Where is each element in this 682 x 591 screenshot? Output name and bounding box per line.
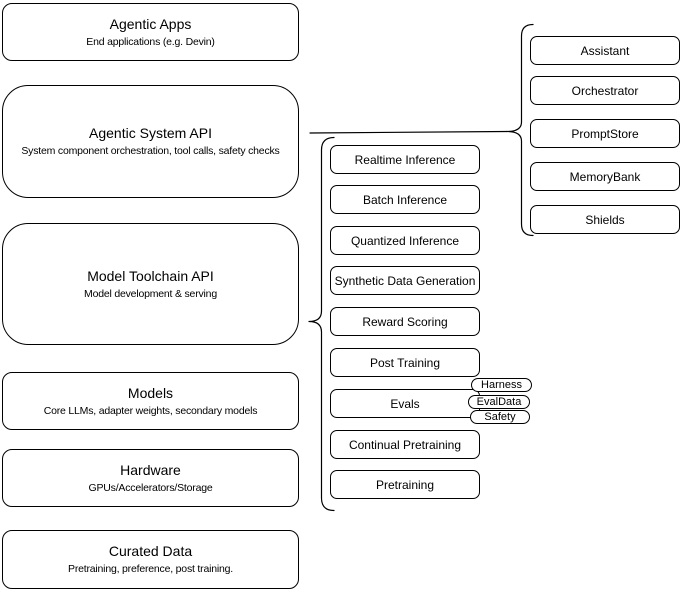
tag-safety: Safety xyxy=(470,410,530,424)
connector-line-system-api-to-brace xyxy=(309,130,508,134)
node-quantized-inference: Quantized Inference xyxy=(330,226,480,255)
node-model-toolchain-api-subtitle: Model development & serving xyxy=(84,287,217,300)
node-agentic-system-api-title: Agentic System API xyxy=(89,125,212,141)
node-realtime-inference: Realtime Inference xyxy=(330,145,480,174)
node-pretraining: Pretraining xyxy=(330,470,480,499)
node-memorybank: MemoryBank xyxy=(530,162,680,191)
node-curated-data: Curated Data Pretraining, preference, po… xyxy=(2,530,299,589)
node-model-toolchain-api: Model Toolchain API Model development & … xyxy=(2,223,299,345)
node-reward-scoring: Reward Scoring xyxy=(330,307,480,336)
node-orchestrator: Orchestrator xyxy=(530,76,680,105)
node-models-subtitle: Core LLMs, adapter weights, secondary mo… xyxy=(43,404,258,417)
node-evals: Evals xyxy=(330,389,480,418)
node-post-training: Post Training xyxy=(330,348,480,377)
node-curated-data-title: Curated Data xyxy=(108,543,193,559)
node-hardware-title: Hardware xyxy=(120,461,181,478)
node-promptstore: PromptStore xyxy=(530,119,680,148)
node-agentic-system-api-subtitle: System component orchestration, tool cal… xyxy=(21,145,280,157)
tag-harness: Harness xyxy=(471,378,532,392)
node-hardware: Hardware GPUs/Accelerators/Storage xyxy=(2,449,299,507)
node-shields: Shields xyxy=(530,205,680,234)
node-assistant: Assistant xyxy=(530,36,680,65)
node-batch-inference: Batch Inference xyxy=(330,185,480,214)
node-synthetic-data-generation: Synthetic Data Generation xyxy=(330,266,480,295)
node-agentic-apps-subtitle: End applications (e.g. Devin) xyxy=(86,35,215,48)
node-continual-pretraining: Continual Pretraining xyxy=(330,430,480,459)
node-agentic-apps: Agentic Apps End applications (e.g. Devi… xyxy=(2,3,299,61)
node-model-toolchain-api-title: Model Toolchain API xyxy=(87,267,214,284)
node-models: Models Core LLMs, adapter weights, secon… xyxy=(2,372,299,430)
node-hardware-subtitle: GPUs/Accelerators/Storage xyxy=(88,481,213,494)
node-curated-data-subtitle: Pretraining, preference, post training. xyxy=(68,563,233,575)
node-models-title: Models xyxy=(127,384,174,401)
node-agentic-apps-title: Agentic Apps xyxy=(109,15,192,32)
node-agentic-system-api: Agentic System API System component orch… xyxy=(2,85,299,198)
tag-evaldata: EvalData xyxy=(468,395,530,409)
